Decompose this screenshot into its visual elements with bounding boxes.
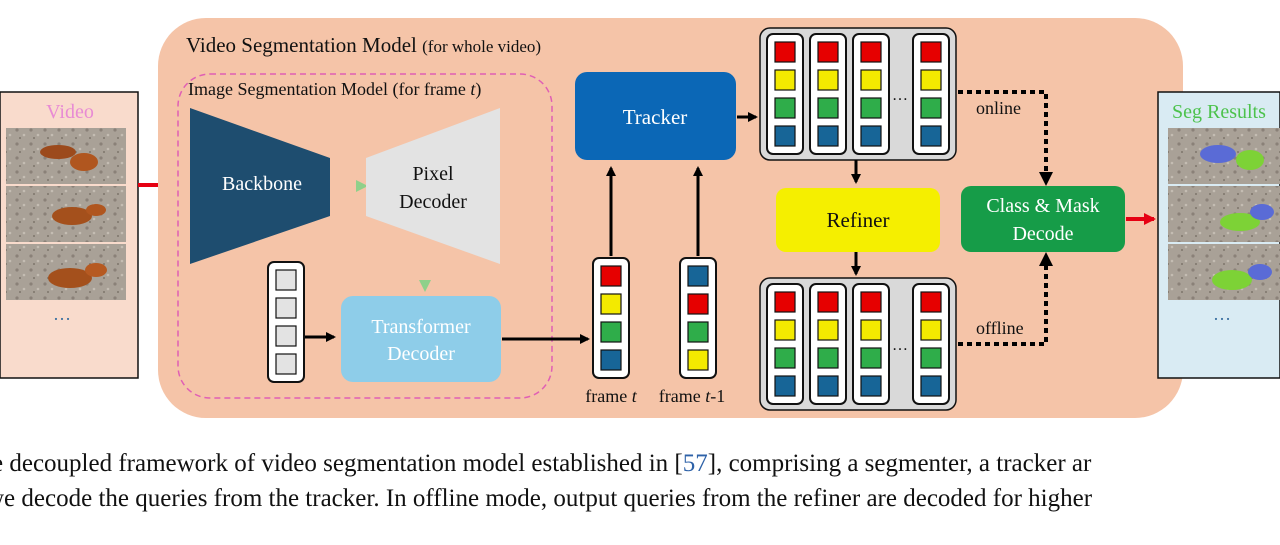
offline-column-2 — [809, 283, 847, 405]
offline-queue-ellipsis: … — [892, 337, 908, 354]
offline-column-4 — [912, 283, 950, 405]
transformer-decoder-block: Transformer Decoder — [341, 296, 501, 382]
video-model-title: Video Segmentation Model (for whole vide… — [186, 33, 541, 57]
transformer-decoder-label-2: Decoder — [387, 343, 455, 365]
pixel-decoder-label-1: Pixel — [412, 163, 454, 185]
initial-queries — [267, 261, 305, 383]
backbone-label: Backbone — [222, 173, 302, 195]
frame-t-queries — [592, 257, 630, 379]
seg-results-label: Seg Results — [1172, 101, 1266, 123]
seg-frame-3 — [1168, 244, 1280, 300]
class-mask-decode-block: Class & Mask Decode — [961, 186, 1125, 252]
online-column-3 — [852, 33, 890, 155]
video-frame-2 — [6, 186, 126, 242]
citation-link[interactable]: 57 — [682, 450, 708, 477]
offline-query-queue: … — [759, 277, 957, 411]
framework-figure: Video … Video Segmentation Model (for wh… — [0, 18, 1280, 418]
tracker-block: Tracker — [575, 72, 736, 160]
image-segmentation-model-box — [177, 73, 553, 399]
online-label: online — [976, 98, 1021, 118]
caption-line-2: we decode the queries from the tracker. … — [0, 485, 1093, 512]
online-column-4 — [912, 33, 950, 155]
class-mask-label-1: Class & Mask — [986, 195, 1099, 217]
frame-t-minus-1-label: frame t-1 — [659, 386, 725, 406]
caption-line-1: e decoupled framework of video segmentat… — [0, 450, 1092, 477]
class-mask-label-2: Decode — [1012, 223, 1073, 245]
offline-path: offline — [958, 252, 1053, 346]
offline-label: offline — [976, 318, 1024, 338]
seg-results-panel: Seg Results … — [1157, 91, 1280, 379]
pixel-decoder-label-2: Decoder — [399, 191, 467, 213]
offline-column-1 — [766, 283, 804, 405]
offline-column-3 — [852, 283, 890, 405]
transformer-decoder-label-1: Transformer — [371, 316, 471, 338]
online-queue-ellipsis: … — [892, 87, 908, 104]
video-input-panel: Video … — [0, 91, 139, 379]
online-column-2 — [809, 33, 847, 155]
video-panel-ellipsis: … — [53, 304, 71, 324]
video-frame-3 — [6, 244, 126, 300]
seg-results-ellipsis: … — [1213, 304, 1231, 324]
video-panel-label: Video — [46, 101, 94, 123]
frame-t-label: frame t — [585, 386, 637, 406]
seg-frame-2 — [1168, 186, 1280, 242]
pixel-decoder-block: Pixel Decoder — [366, 108, 500, 264]
frame-t-minus-1-queries — [679, 257, 717, 379]
seg-frame-1 — [1168, 128, 1280, 184]
online-path: online — [958, 90, 1053, 186]
tracker-label: Tracker — [623, 105, 688, 129]
image-model-title: Image Segmentation Model (for frame t) — [188, 79, 481, 100]
video-frame-1 — [6, 128, 126, 184]
backbone-block: Backbone — [190, 108, 330, 264]
online-column-1 — [766, 33, 804, 155]
refiner-label: Refiner — [827, 208, 890, 232]
refiner-block: Refiner — [776, 188, 940, 252]
online-query-queue: … — [759, 27, 957, 161]
